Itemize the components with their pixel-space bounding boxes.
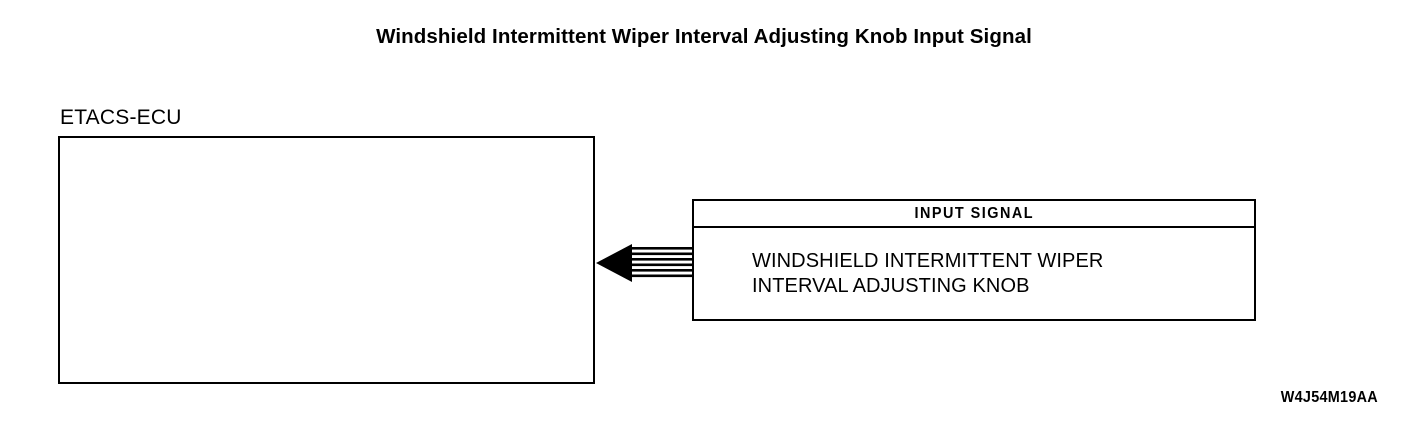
input-signal-box: INPUT SIGNAL WINDSHIELD INTERMITTENT WIP… — [692, 199, 1256, 321]
arrowhead-left-icon — [596, 244, 632, 282]
signal-description-line-1: WINDSHIELD INTERMITTENT WIPER — [752, 250, 1104, 272]
etacs-ecu-box — [58, 136, 595, 384]
input-signal-header: INPUT SIGNAL — [694, 201, 1254, 228]
input-signal-header-text: INPUT SIGNAL — [914, 204, 1034, 222]
input-signal-body: WINDSHIELD INTERMITTENT WIPER INTERVAL A… — [694, 228, 1254, 320]
part-number-label: W4J54M19AA — [1280, 389, 1378, 406]
ecu-box-label: ETACS-ECU — [60, 106, 182, 129]
arrow-shaft-stripes — [630, 247, 694, 278]
signal-arrow-connector — [596, 242, 694, 284]
page-title: Windshield Intermittent Wiper Interval A… — [376, 25, 1032, 48]
signal-description-line-2: INTERVAL ADJUSTING KNOB — [752, 275, 1030, 297]
